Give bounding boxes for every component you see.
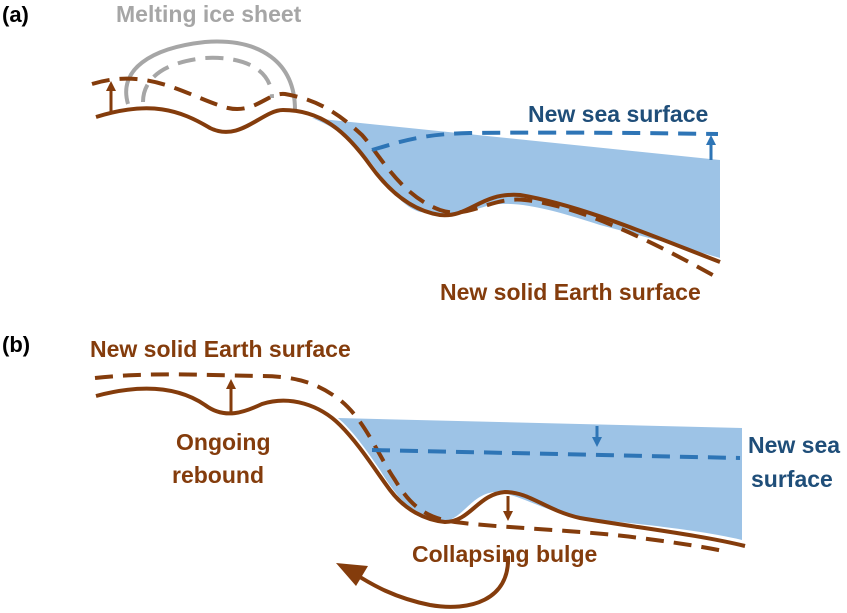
panel-a-earth-surface [95,106,721,264]
panel-a-new-sea-surface [371,130,719,152]
panel-b-new-earth-surface [94,372,729,554]
panel-b-new-sea-surface [371,448,741,460]
panel-b-rebound-label-1: Ongoing [176,429,271,455]
panel-a-sea-label: New sea surface [528,101,708,127]
panel-b-sea-label-2: surface [751,466,833,492]
panel-b-earth-label: New solid Earth surface [90,336,351,362]
panel-b-earth-surface [95,386,746,548]
panel-b-sea-label-1: New sea [748,432,840,458]
panel-b-rebound-label-2: rebound [172,462,264,488]
panel-b-label: (b) [2,332,30,357]
panel-b-flow-arrowhead [336,563,368,586]
ice-sheet-outline [124,39,297,111]
panel-a-earth-label: New solid Earth surface [440,279,701,305]
panel-a-label: (a) [2,2,29,27]
panel-b-bulge-label: Collapsing bulge [412,541,597,567]
panel-b-flow-arrow [350,555,511,609]
panel-a: (a) Melting ice sheet New sea surface Ne… [2,1,721,305]
panel-b: (b) New solid Earth surface Ongoing rebo… [2,332,840,609]
panel-a-new-earth-surface [91,76,719,280]
ice-sheet-dashed [141,55,274,103]
panel-b-ocean [338,418,742,540]
ice-sheet-label: Melting ice sheet [116,1,302,27]
